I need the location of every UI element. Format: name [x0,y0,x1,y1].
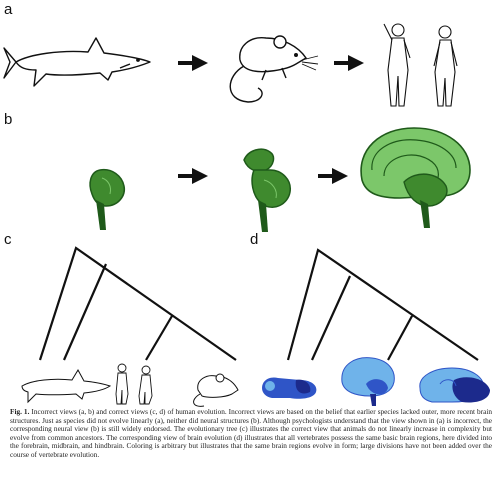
tree-icon [286,248,479,361]
shark-icon [3,37,151,87]
figure-artwork [3,23,490,407]
brain-icon [341,357,395,406]
caption-label: Fig. 1. [10,407,30,416]
shark-icon [21,368,112,404]
panel-label-b: b [4,111,13,128]
brain-icon [360,127,471,228]
brain-icon [262,377,317,399]
brain-icon [89,168,126,230]
brain-icon [419,367,490,403]
tree-icon [38,246,237,361]
brain-icon [243,148,291,232]
rat-icon [229,35,319,103]
figure-caption: Fig. 1. Incorrect views (a, b) and corre… [10,407,492,460]
humans-icon [383,23,458,107]
rat-icon [193,373,239,407]
panel-label-a: a [4,1,13,18]
panel-label-c: c [4,231,12,248]
panel-label-d: d [250,231,259,248]
caption-text: Incorrect views (a, b) and correct views… [10,407,492,459]
humans-icon [115,363,153,405]
